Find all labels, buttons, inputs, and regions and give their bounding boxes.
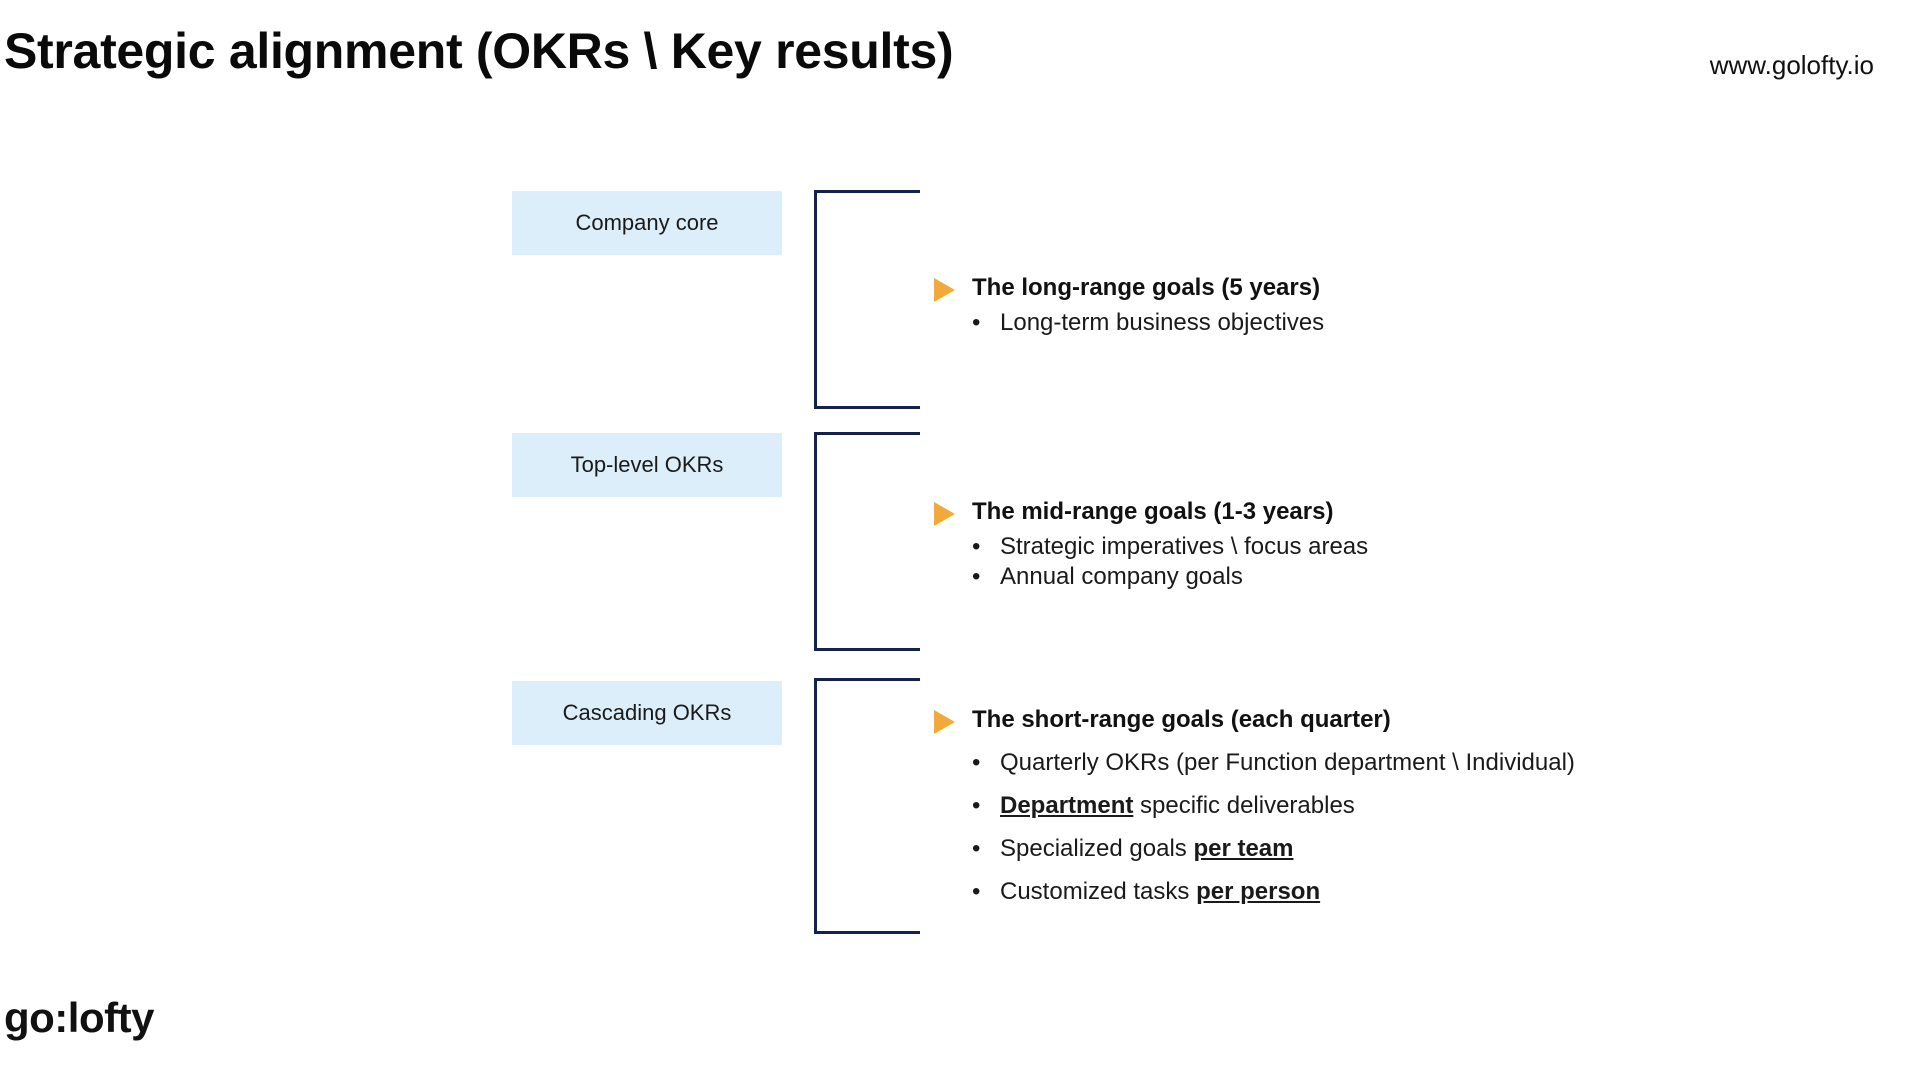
goal-group-long-range: The long-range goals (5 years) Long-term… (932, 274, 1324, 338)
goal-group-mid-range: The mid-range goals (1-3 years) Strategi… (932, 498, 1368, 592)
list-item: Specialized goals per team (972, 834, 1575, 864)
bracket-top-level-okrs (814, 432, 920, 651)
list-item: Customized tasks per person (972, 877, 1575, 907)
level-box-cascading-okrs: Cascading OKRs (512, 681, 782, 745)
goal-heading: The mid-range goals (1-3 years) (932, 498, 1368, 526)
goal-bullets: Long-term business objectives (932, 308, 1324, 338)
triangle-arrow-icon (934, 710, 955, 734)
level-box-top-level-okrs: Top-level OKRs (512, 433, 782, 497)
list-item: Strategic imperatives \ focus areas (972, 532, 1368, 562)
list-item: Long-term business objectives (972, 308, 1324, 338)
goal-heading-text: The mid-range goals (1-3 years) (972, 498, 1334, 525)
bullet-text: Specialized goals (1000, 835, 1194, 862)
goal-heading: The long-range goals (5 years) (932, 274, 1324, 302)
bracket-company-core (814, 190, 920, 409)
goal-heading-text: The short-range goals (each quarter) (972, 706, 1391, 733)
bracket-cascading-okrs (814, 678, 920, 934)
list-item: Quarterly OKRs (per Function department … (972, 748, 1575, 778)
triangle-arrow-icon (934, 502, 955, 526)
list-item: Department specific deliverables (972, 791, 1575, 821)
website-url[interactable]: www.golofty.io (1709, 50, 1874, 80)
list-item: Annual company goals (972, 562, 1368, 592)
bullet-text: Quarterly OKRs (per Function department … (1000, 749, 1575, 776)
goal-heading: The short-range goals (each quarter) (932, 706, 1575, 734)
golofty-logo: go:lofty (4, 994, 154, 1041)
level-box-company-core: Company core (512, 191, 782, 255)
goal-heading-text: The long-range goals (5 years) (972, 274, 1321, 301)
goal-group-short-range: The short-range goals (each quarter) Qua… (932, 706, 1575, 920)
underlined-term: per person (1196, 878, 1321, 905)
triangle-arrow-icon (934, 278, 955, 302)
bullet-text: Customized tasks (1000, 878, 1197, 905)
underlined-term: Department (1000, 792, 1134, 819)
underlined-term: per team (1193, 835, 1294, 862)
bullet-text: specific deliverables (1133, 792, 1355, 819)
goal-bullets: Strategic imperatives \ focus areas Annu… (932, 532, 1368, 592)
page-title: Strategic alignment (OKRs \ Key results) (4, 23, 954, 79)
goal-bullets: Quarterly OKRs (per Function department … (932, 748, 1575, 907)
